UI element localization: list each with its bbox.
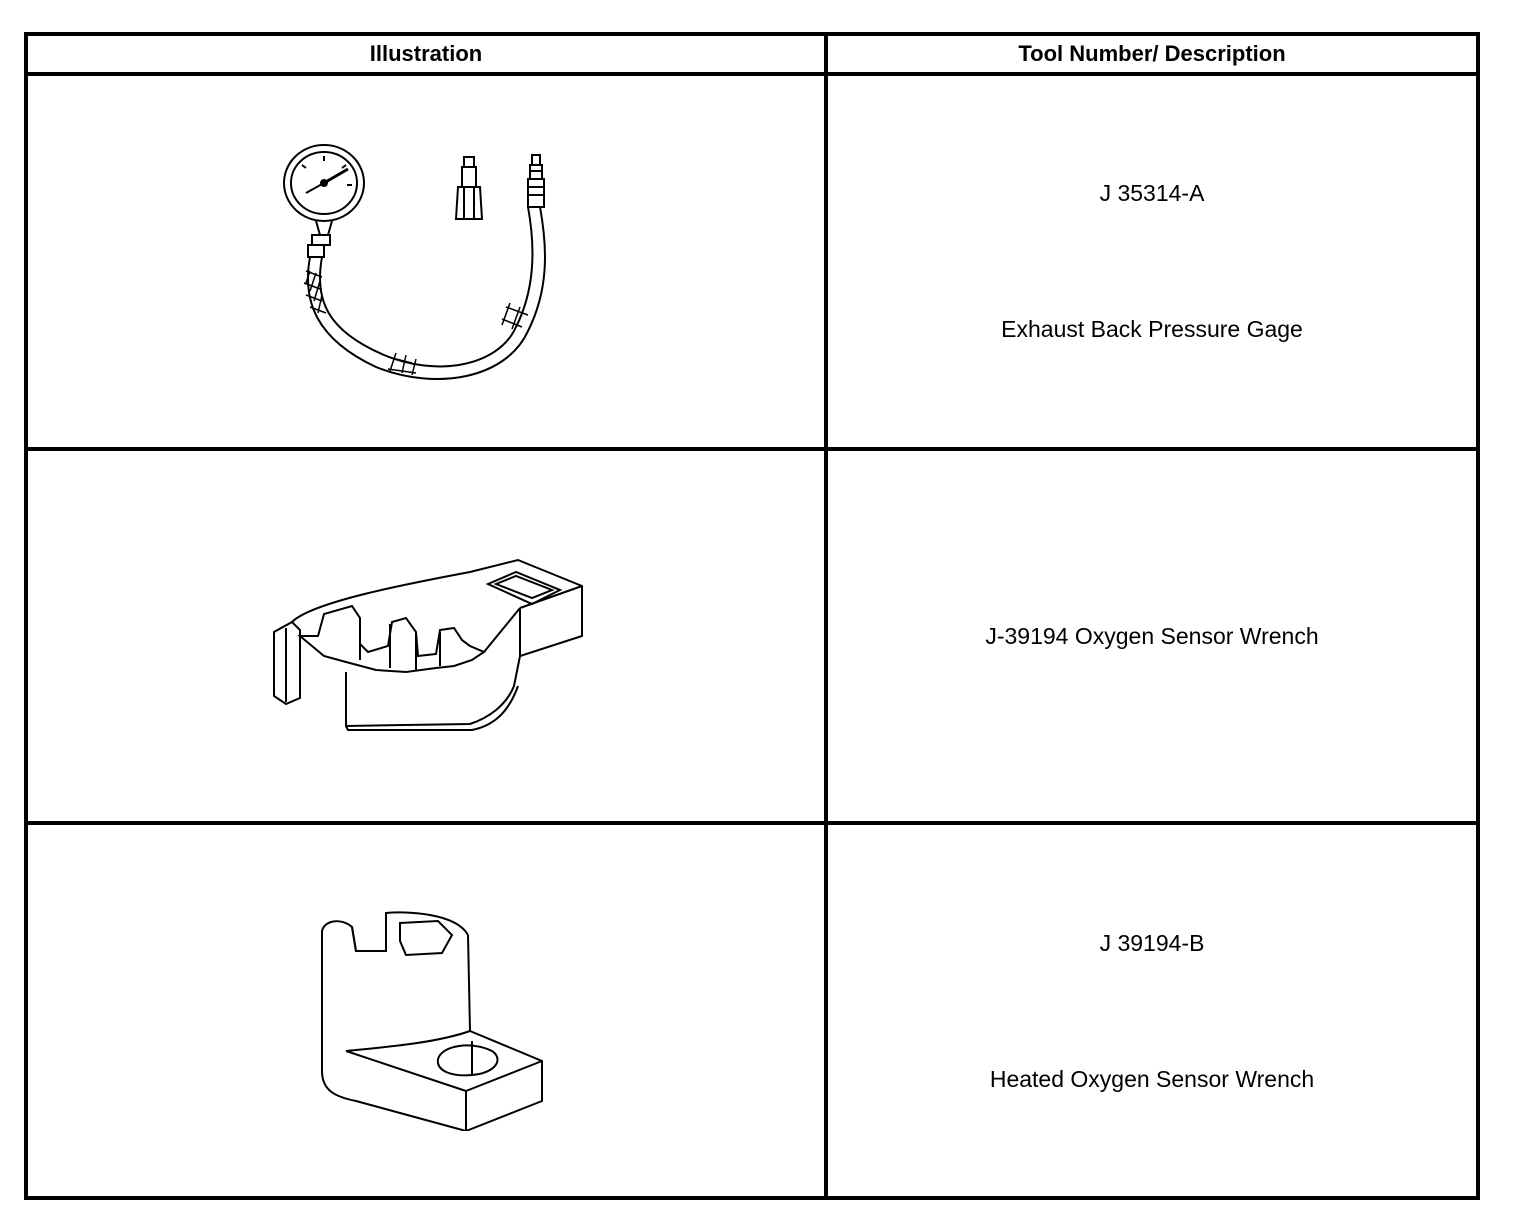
header-tool-description: Tool Number/ Description [824,32,1480,76]
table-row: J 39194-B Heated Oxygen Sensor Wrench [24,821,1480,1200]
table-header-row: Illustration Tool Number/ Description [24,32,1480,76]
tool-description-cell: J-39194 Oxygen Sensor Wrench [824,446,1480,826]
illustration-cell [24,821,828,1200]
illustration-cell [24,446,828,826]
tool-description: Exhaust Back Pressure Gage [1001,316,1303,343]
tool-number: J 35314-A [1099,180,1205,207]
oxygen-sensor-socket-icon [321,911,543,1131]
tool-description-cell: J 39194-B Heated Oxygen Sensor Wrench [824,821,1480,1200]
tool-description: Heated Oxygen Sensor Wrench [989,1065,1315,1092]
illustration-cell [24,72,828,451]
pressure-gauge-hose-icon [283,144,546,381]
table-row: J-39194 Oxygen Sensor Wrench [24,446,1480,826]
table-row: J 35314-A Exhaust Back Pressure Gage [24,72,1480,451]
tool-description: J-39194 Oxygen Sensor Wrench [985,622,1319,649]
tool-number: J 39194-B [1099,929,1205,956]
crowfoot-wrench-icon [273,558,583,731]
header-illustration: Illustration [24,32,828,76]
special-tools-table: Illustration Tool Number/ Description [24,32,1480,1200]
tool-description-cell: J 35314-A Exhaust Back Pressure Gage [824,72,1480,451]
